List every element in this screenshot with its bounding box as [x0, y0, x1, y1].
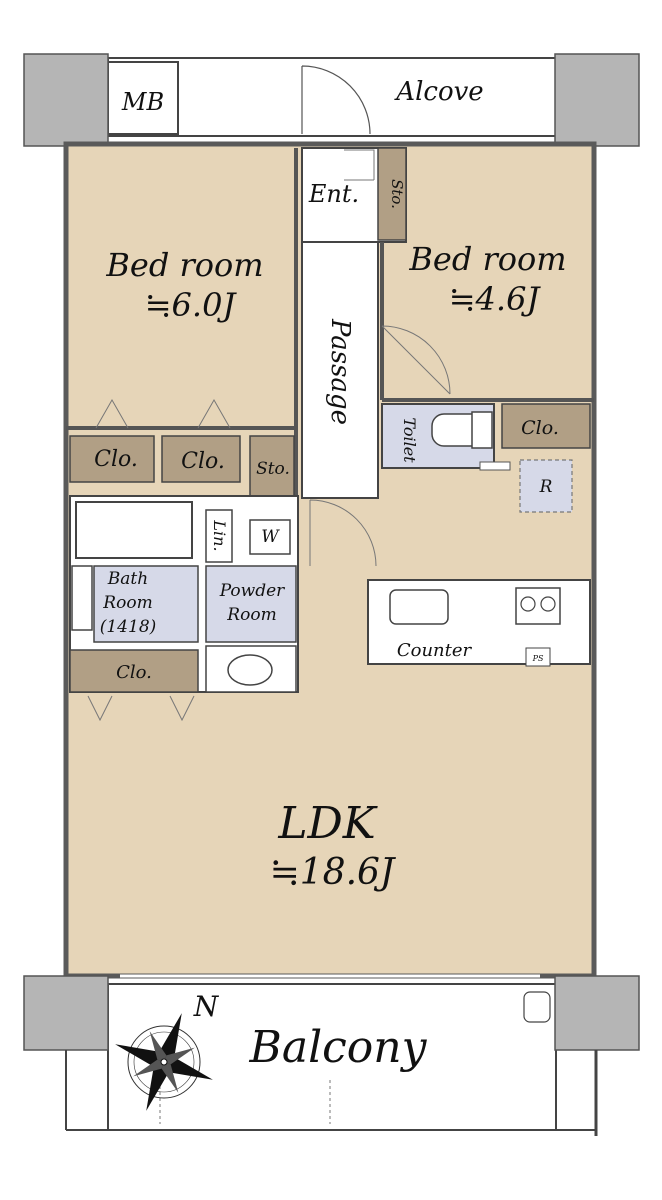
pipe-space: [525, 647, 551, 667]
passage-door-swing: [309, 499, 377, 567]
closet-bottom: [69, 649, 199, 693]
passage-area: [301, 241, 379, 499]
bedroom-right-name: Bed room: [408, 240, 566, 278]
column-top-left: [23, 53, 109, 147]
linen-storage: [205, 509, 233, 563]
meter-box: [107, 61, 179, 135]
refrigerator-space: [519, 459, 573, 513]
linen-label: Lin.: [210, 519, 229, 551]
compass-rose: [115, 1013, 213, 1111]
bathtub: [75, 501, 193, 559]
washer-label: W: [261, 527, 280, 547]
bedroom-right-size: ≒4.6J: [449, 280, 542, 318]
toilet-shelf: [479, 461, 511, 471]
column-bottom-left: [23, 975, 109, 1051]
toilet-tank: [471, 411, 493, 449]
entrance-storage-label: Sto.: [388, 179, 406, 209]
storage-mid: [249, 435, 295, 501]
powder-room: [205, 565, 297, 643]
entrance-label: Ent.: [308, 180, 359, 208]
entrance-door-swing: [344, 149, 375, 181]
bathroom-label-2: Room: [102, 593, 152, 613]
ldk-name: LDK: [277, 798, 377, 849]
closet-right-label: Clo.: [521, 417, 559, 439]
alcove-label: Alcove: [394, 77, 483, 107]
bedroom-left-name: Bed room: [105, 246, 263, 284]
ldk-size: ≒18.6J: [270, 852, 397, 893]
balcony-label: Balcony: [249, 1022, 428, 1073]
balcony-faucet: [523, 991, 551, 1023]
powder-room-label-2: Room: [226, 605, 276, 625]
washer-space: [249, 519, 291, 555]
pipe-space-label: PS: [532, 654, 544, 663]
closet-right: [501, 403, 591, 449]
balcony-area: [107, 983, 557, 1131]
closet-left-a-label: Clo.: [94, 447, 138, 472]
closet-door-marks-bottom: [87, 695, 195, 722]
bath-fixture: [71, 565, 93, 631]
storage-mid-label: Sto.: [256, 459, 290, 479]
powder-room-label-1: Powder: [219, 581, 285, 601]
bathroom-label-3: (1418): [100, 617, 157, 637]
counter-label: Counter: [397, 640, 473, 661]
passage-label: Passage: [325, 318, 355, 425]
stove: [515, 587, 561, 625]
closet-bottom-label: Clo.: [116, 662, 152, 683]
mb-label: MB: [121, 88, 164, 116]
stove-burner-left: [520, 596, 536, 612]
bathroom-label-1: Bath: [107, 569, 148, 589]
toilet-label: Toilet: [400, 417, 419, 463]
column-top-right: [554, 53, 640, 147]
entrance-storage: [377, 147, 407, 241]
alcove-door-swing: [301, 65, 371, 135]
refrigerator-label: R: [539, 477, 553, 497]
bath-room: [93, 565, 199, 643]
kitchen-sink: [389, 589, 449, 625]
closet-left-b: [161, 435, 241, 483]
column-bottom-right: [554, 975, 640, 1051]
alcove-area: [107, 57, 557, 137]
bedroom-right-door-swing: [381, 325, 451, 395]
washbasin: [227, 654, 273, 686]
closet-left-a: [69, 435, 155, 483]
bedroom-left-size: ≒6.0J: [145, 286, 238, 324]
stove-burner-right: [540, 596, 556, 612]
compass-north-label: N: [193, 990, 220, 1023]
closet-door-marks-left: [95, 398, 231, 429]
closet-left-b-label: Clo.: [181, 449, 225, 474]
